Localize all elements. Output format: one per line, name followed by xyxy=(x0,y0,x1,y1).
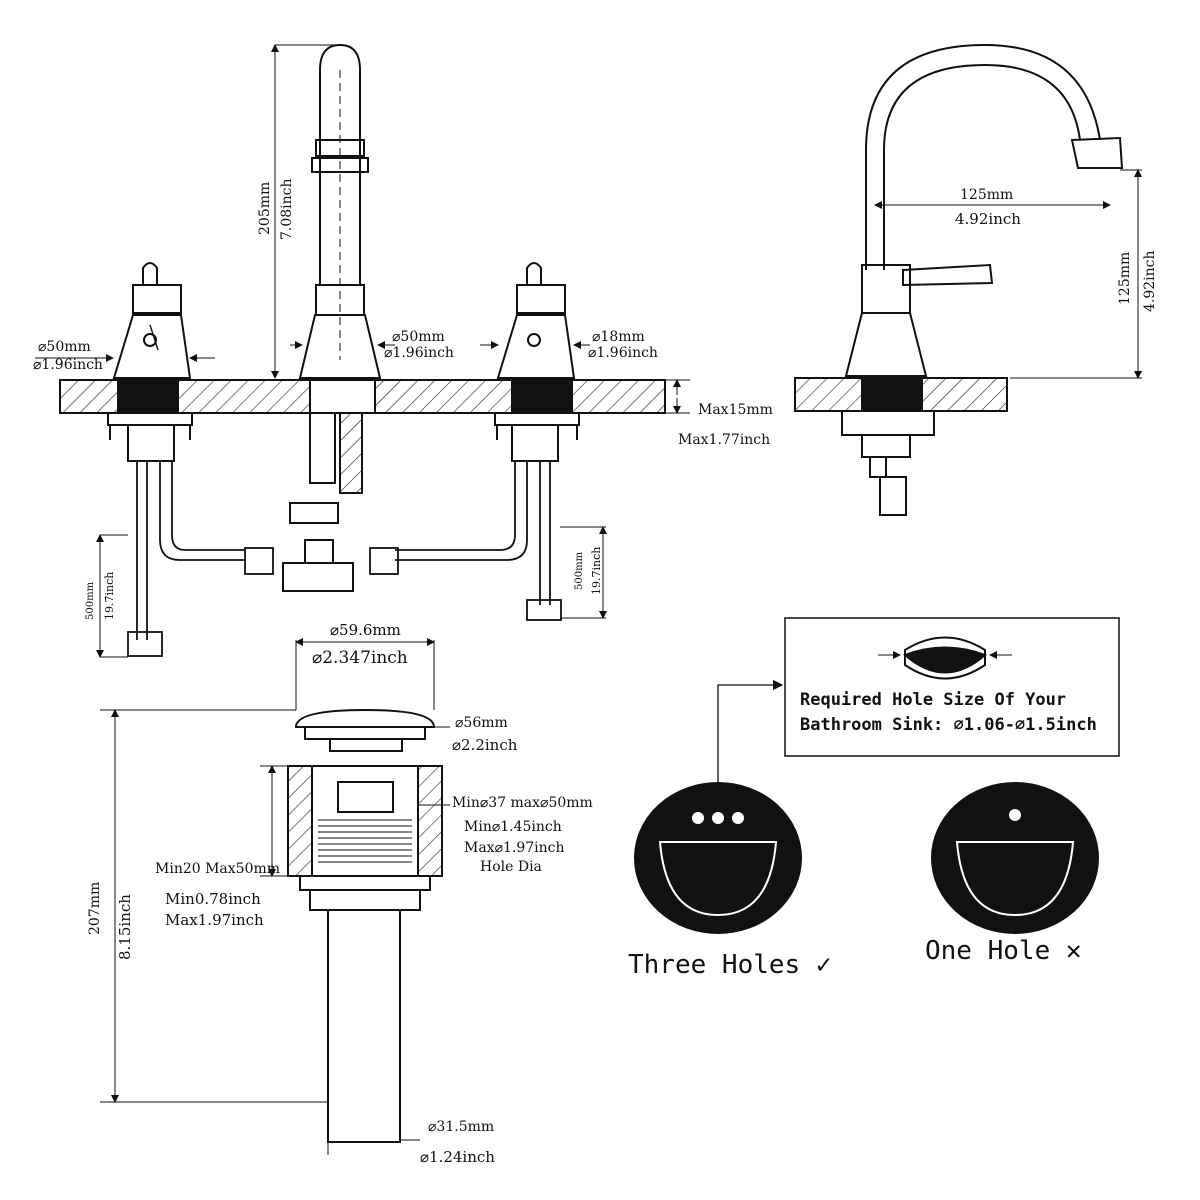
drain-flange-inch-label: ⌀2.2inch xyxy=(452,736,518,754)
pipe-inch-label: ⌀1.24inch xyxy=(420,1148,495,1166)
three-holes-label: Three Holes ✓ xyxy=(628,950,832,980)
spout-hole xyxy=(309,379,376,414)
spout xyxy=(298,43,382,379)
hole-note-line2: Bathroom Sink: ⌀1.06-⌀1.5inch xyxy=(800,715,1097,735)
hole-min-inch-label: Min⌀1.45inch xyxy=(464,819,562,835)
right-connection-hose xyxy=(369,461,528,575)
deck-thickness-mm-label: Max15mm xyxy=(698,402,773,418)
left-valve-body xyxy=(107,412,193,462)
side-reach-mm-label: 125mm xyxy=(960,187,1014,203)
left-base-mm-label: ⌀50mm xyxy=(38,339,91,355)
thickness-max-inch-label: Max1.97inch xyxy=(165,911,264,929)
right-hose-mm-label: 500mm xyxy=(574,551,585,590)
hole-max-inch-label: Max⌀1.97inch xyxy=(464,840,565,856)
spout-base-inch-label: ⌀1.96inch xyxy=(384,345,454,361)
hole-range-mm-label: Min⌀37 max⌀50mm xyxy=(452,795,593,811)
drain-dimensions xyxy=(100,638,450,1155)
spout-height-inch-label: 7.08inch xyxy=(279,178,295,240)
drain-assembly xyxy=(287,708,443,1143)
side-reach-inch-label: 4.92inch xyxy=(955,210,1021,228)
left-hose-inch-label: 19.7inch xyxy=(103,571,116,620)
left-hose-mm-label: 500mm xyxy=(85,581,96,620)
thickness-min-inch-label: Min0.78inch xyxy=(165,890,261,908)
spout-height-dimension xyxy=(271,44,335,379)
one-hole-sink xyxy=(931,782,1099,934)
right-handle xyxy=(496,262,576,379)
note-leader-arrow xyxy=(717,679,784,800)
deck-thickness-dimension xyxy=(665,379,690,414)
left-hose-dimension xyxy=(96,534,128,658)
drain-length-mm-label: 207mm xyxy=(87,881,103,935)
right-handle-inch-label: ⌀1.96inch xyxy=(588,345,658,361)
drain-cap-mm-label: ⌀59.6mm xyxy=(330,621,401,639)
right-hose-dimension xyxy=(560,526,607,619)
right-hose-inch-label: 19.7inch xyxy=(590,546,603,595)
deck-thickness-inch-label: Max1.77inch xyxy=(678,432,771,448)
spout-base-mm-label: ⌀50mm xyxy=(392,329,445,345)
right-handle-hole xyxy=(511,379,573,414)
tee-connector xyxy=(282,539,354,592)
left-supply-hose xyxy=(127,461,163,657)
three-hole-sink xyxy=(634,782,802,934)
hole-note-line1: Required Hole Size Of Your xyxy=(800,690,1067,710)
spout-shank xyxy=(289,412,363,524)
side-height-dimension xyxy=(1010,169,1142,379)
right-handle-mm-label: ⌀18mm xyxy=(592,329,645,345)
hole-note-box xyxy=(784,617,1120,757)
side-deck-hole xyxy=(861,377,923,412)
side-spout xyxy=(844,43,1124,377)
left-handle xyxy=(112,262,192,379)
right-supply-hose xyxy=(526,461,562,621)
spout-height-mm-label: 205mm xyxy=(257,181,273,235)
right-valve-body xyxy=(494,412,580,462)
left-connection-hose xyxy=(159,461,274,575)
hole-dia-label: Hole Dia xyxy=(480,859,542,875)
drain-length-inch-label: 8.15inch xyxy=(116,894,134,960)
hole-size-sketch xyxy=(878,636,1012,680)
drain-flange-mm-label: ⌀56mm xyxy=(455,715,508,731)
thickness-mm-label: Min20 Max50mm xyxy=(155,861,281,877)
left-base-inch-label: ⌀1.96inch xyxy=(33,357,103,373)
side-height-mm-label: 125mm xyxy=(1117,251,1133,305)
side-valve-body xyxy=(841,410,935,516)
drain-cap-inch-label: ⌀2.347inch xyxy=(312,648,408,668)
pipe-mm-label: ⌀31.5mm xyxy=(428,1119,495,1135)
left-handle-hole xyxy=(117,379,179,414)
side-height-inch-label: 4.92inch xyxy=(1142,250,1158,312)
one-hole-label: One Hole ✕ xyxy=(925,936,1082,966)
